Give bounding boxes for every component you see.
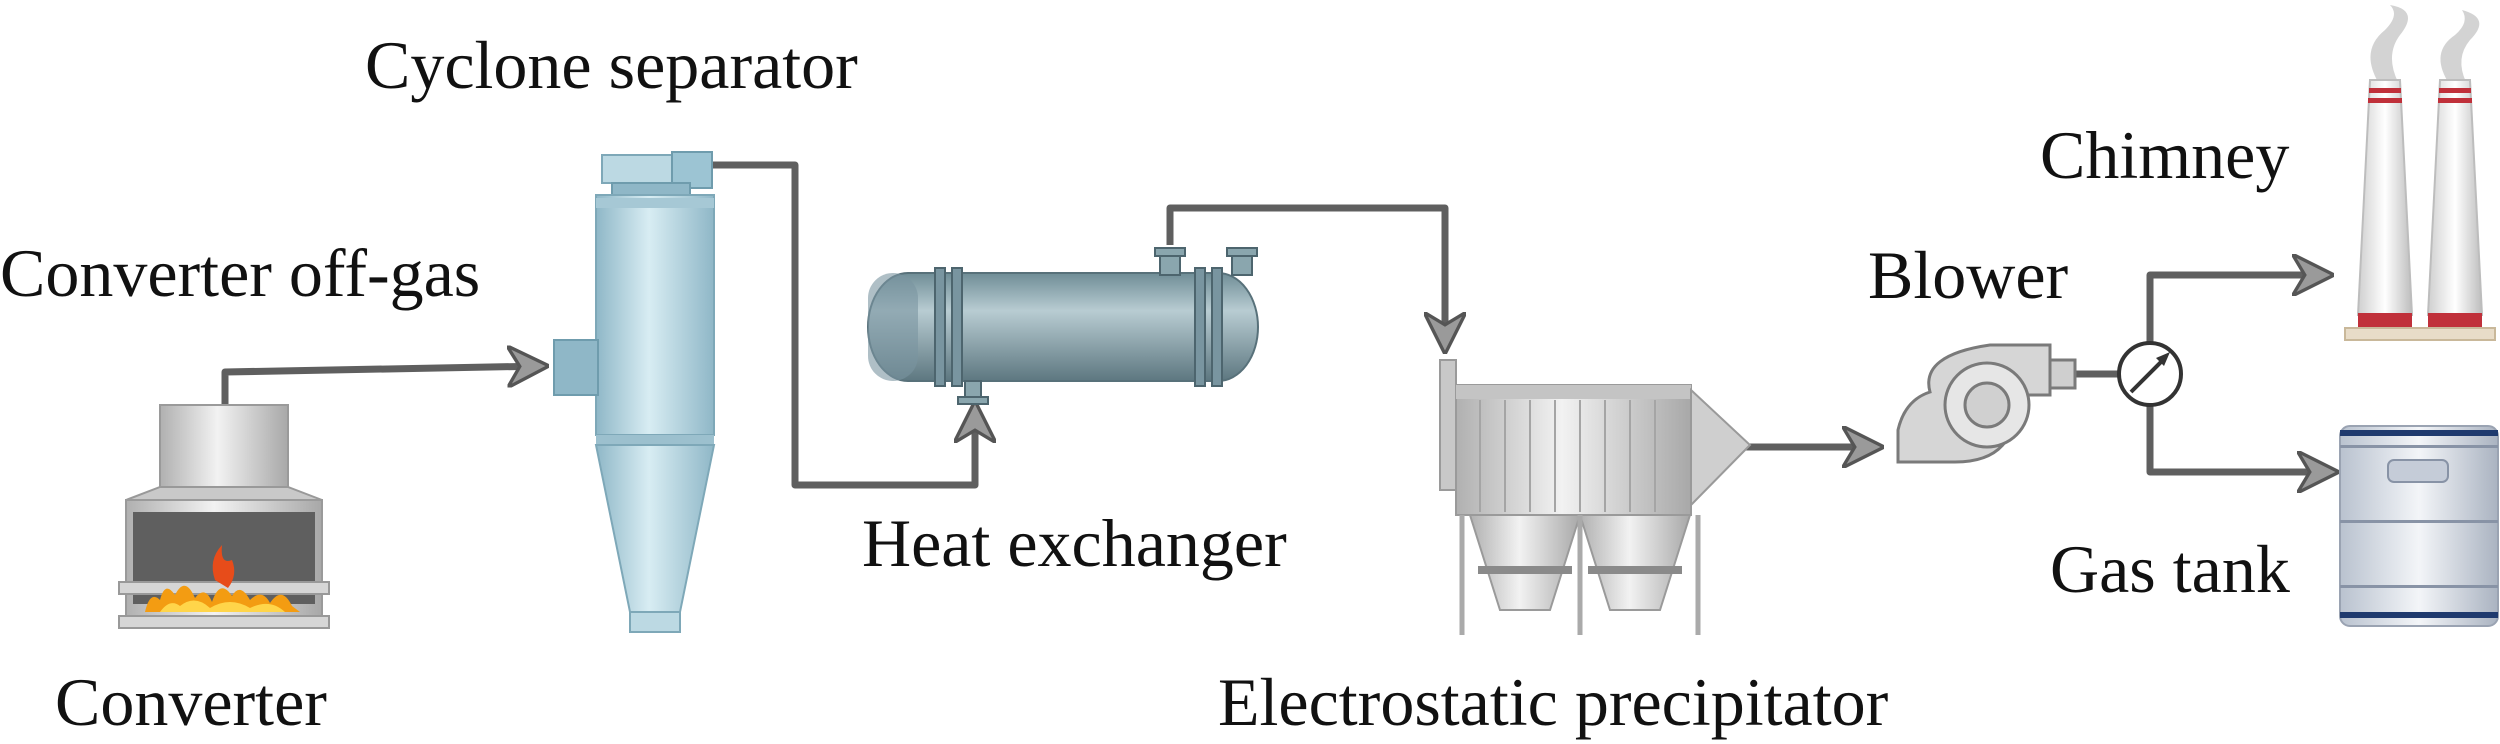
label-cyclone-separator: Cyclone separator [365, 27, 858, 103]
cyclone-separator [553, 151, 716, 633]
label-electrostatic-precipitator: Electrostatic precipitator [1218, 664, 1889, 740]
label-gas-tank: Gas tank [2050, 531, 2290, 607]
pipes [221, 161, 2335, 489]
pipe-valve-to-gas-tank [2146, 406, 2335, 472]
label-blower: Blower [1868, 237, 2069, 313]
converter [118, 404, 330, 629]
pipe-valve-to-chimney [2146, 275, 2330, 342]
electrostatic-precipitator [1439, 359, 1752, 635]
label-chimney: Chimney [2040, 117, 2289, 193]
label-converter-off-gas: Converter off-gas [0, 235, 480, 311]
blower [1896, 343, 2077, 464]
chimney [2344, 5, 2496, 341]
pipe-heat-exchanger-to-esp [1166, 204, 1445, 350]
gas-tank [2339, 425, 2499, 627]
label-heat-exchanger: Heat exchanger [862, 505, 1287, 581]
fire-icon [145, 545, 300, 612]
heat-exchanger [867, 247, 1259, 405]
pipe-cyclone-to-heat-exchanger [710, 161, 975, 489]
smoke-icon [2370, 5, 2480, 82]
valve-icon [2117, 341, 2183, 407]
label-converter: Converter [55, 664, 327, 740]
pipe-converter-to-cyclone [221, 366, 545, 405]
fan-icon [1943, 361, 2031, 449]
